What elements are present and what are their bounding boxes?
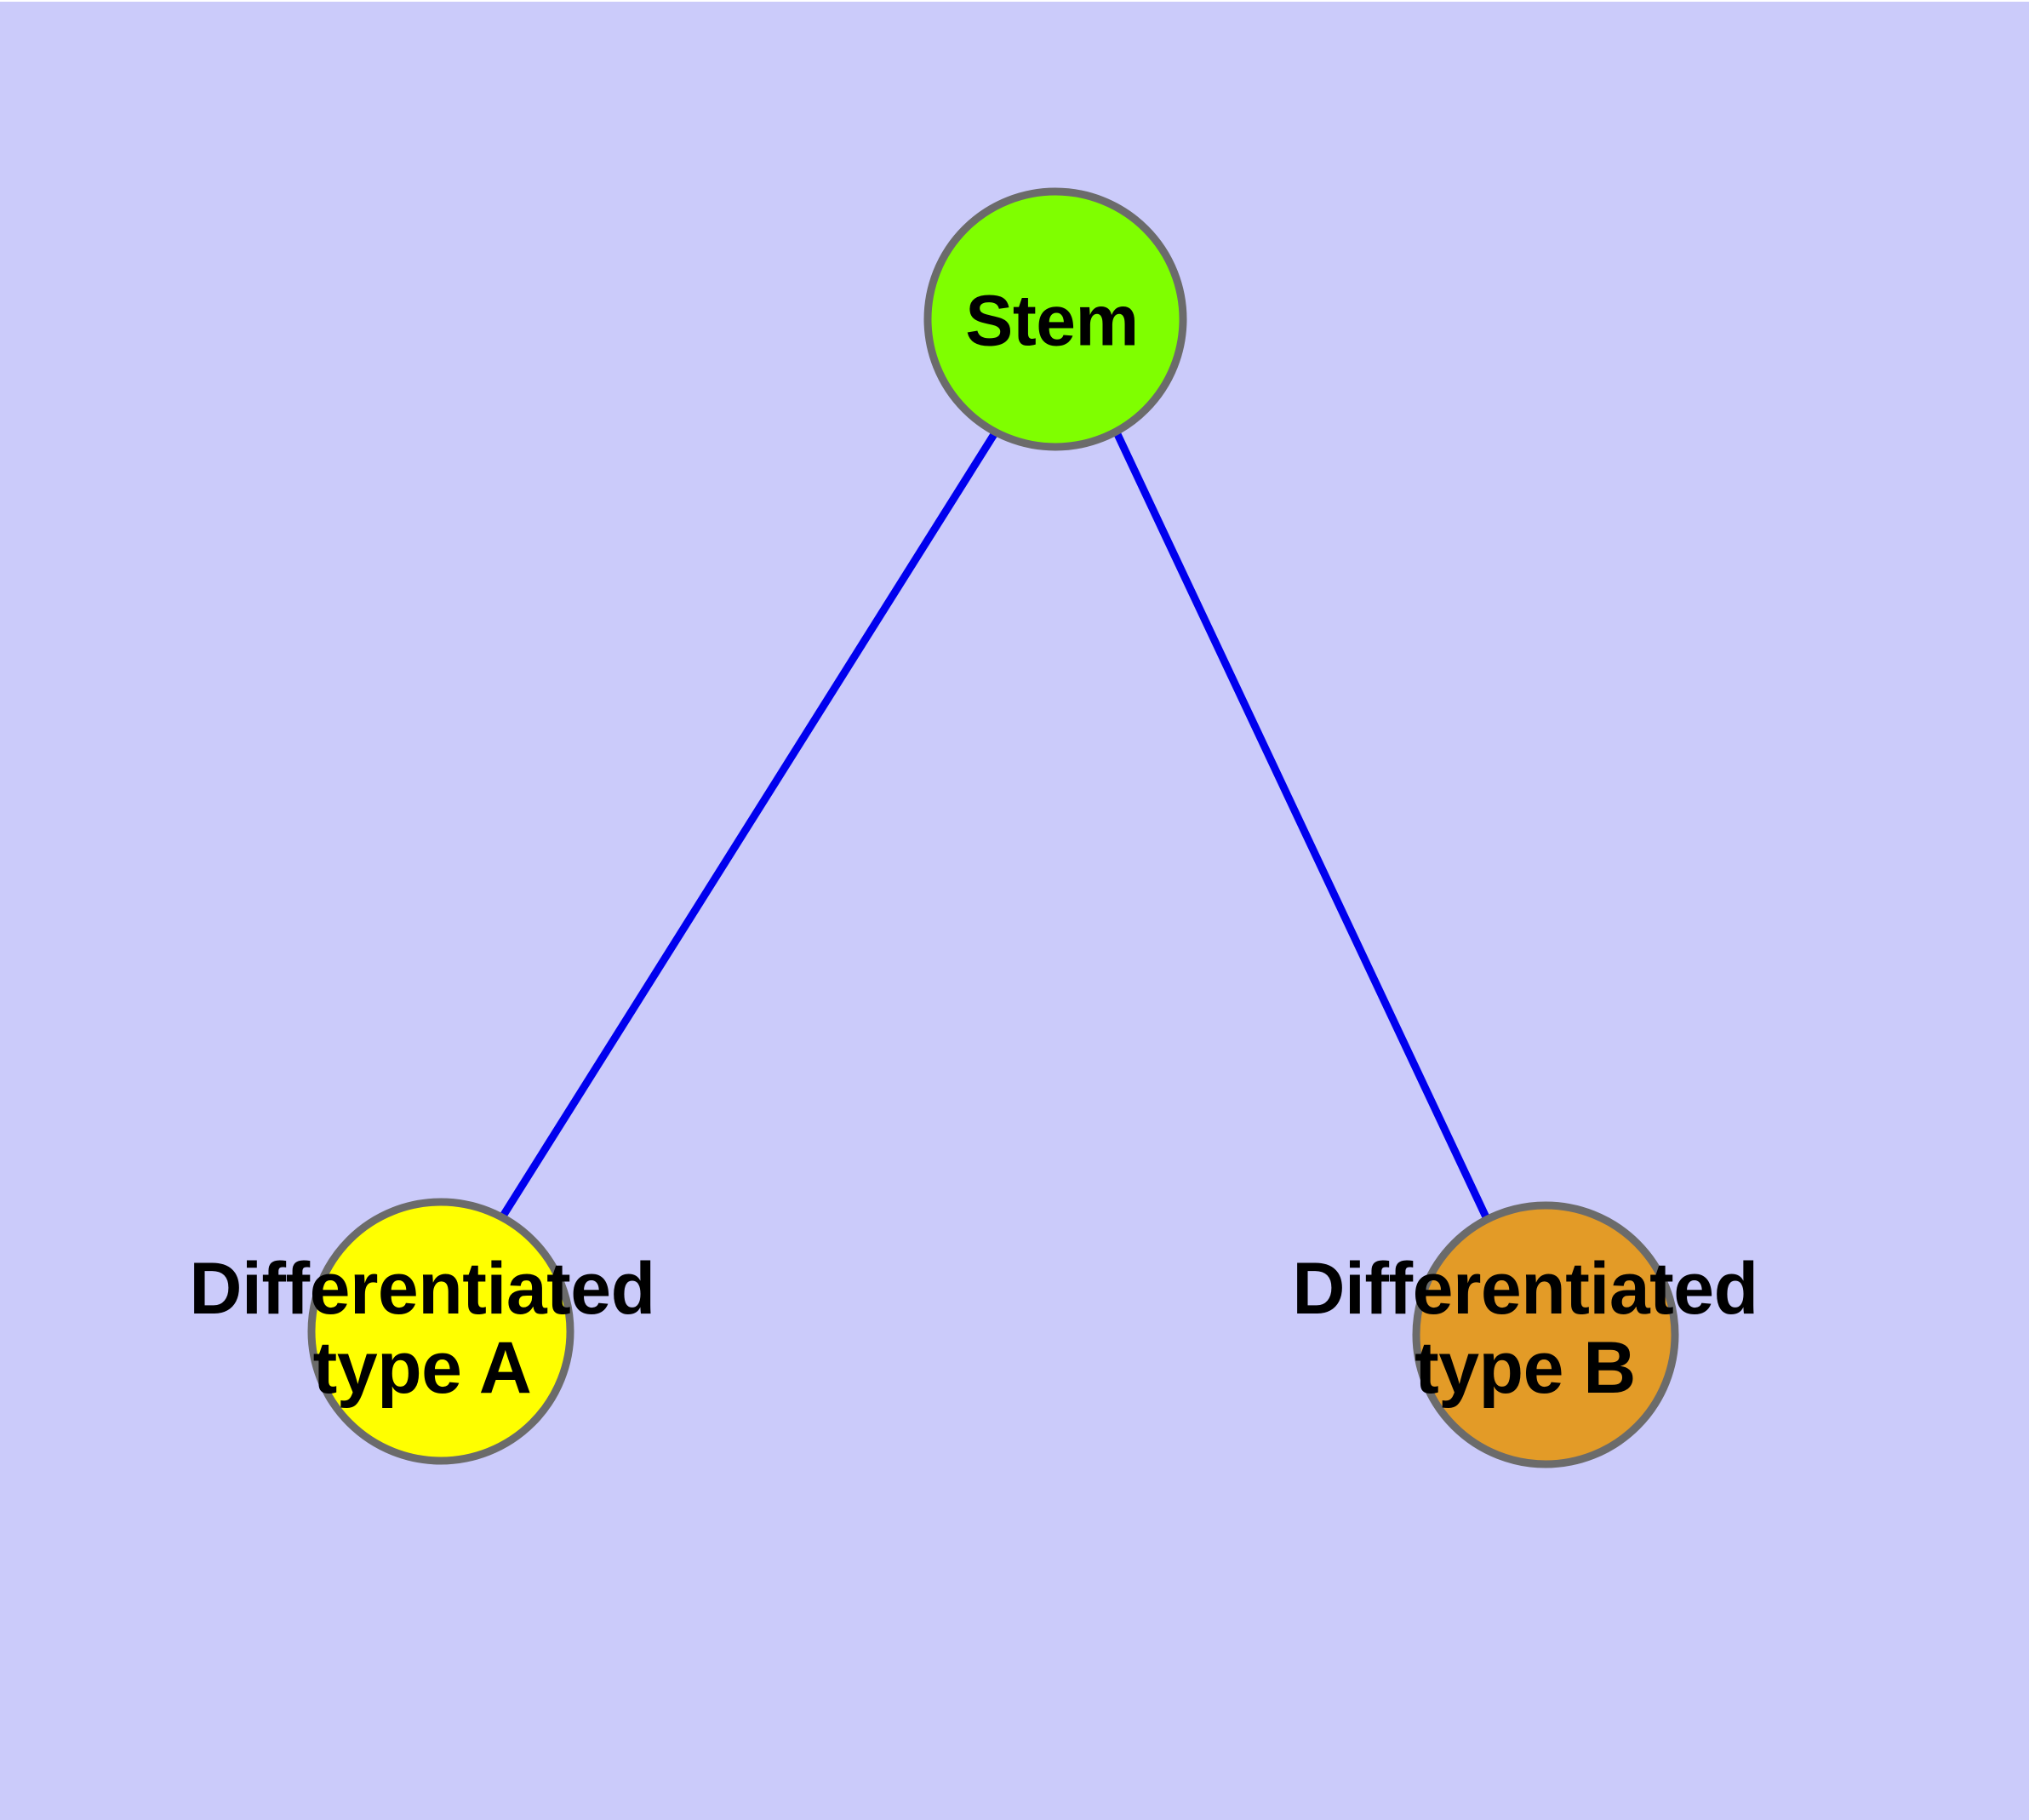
node-circle-diff-a[interactable] [307, 1198, 574, 1465]
node-circle-stem[interactable] [923, 187, 1187, 451]
node-layer [307, 187, 1679, 1468]
node-circle-diff-b[interactable] [1412, 1201, 1679, 1468]
edge-stem-to-diff-a [499, 429, 999, 1220]
edge-stem-to-diff-b [1112, 431, 1492, 1222]
edge-layer [499, 429, 1492, 1222]
